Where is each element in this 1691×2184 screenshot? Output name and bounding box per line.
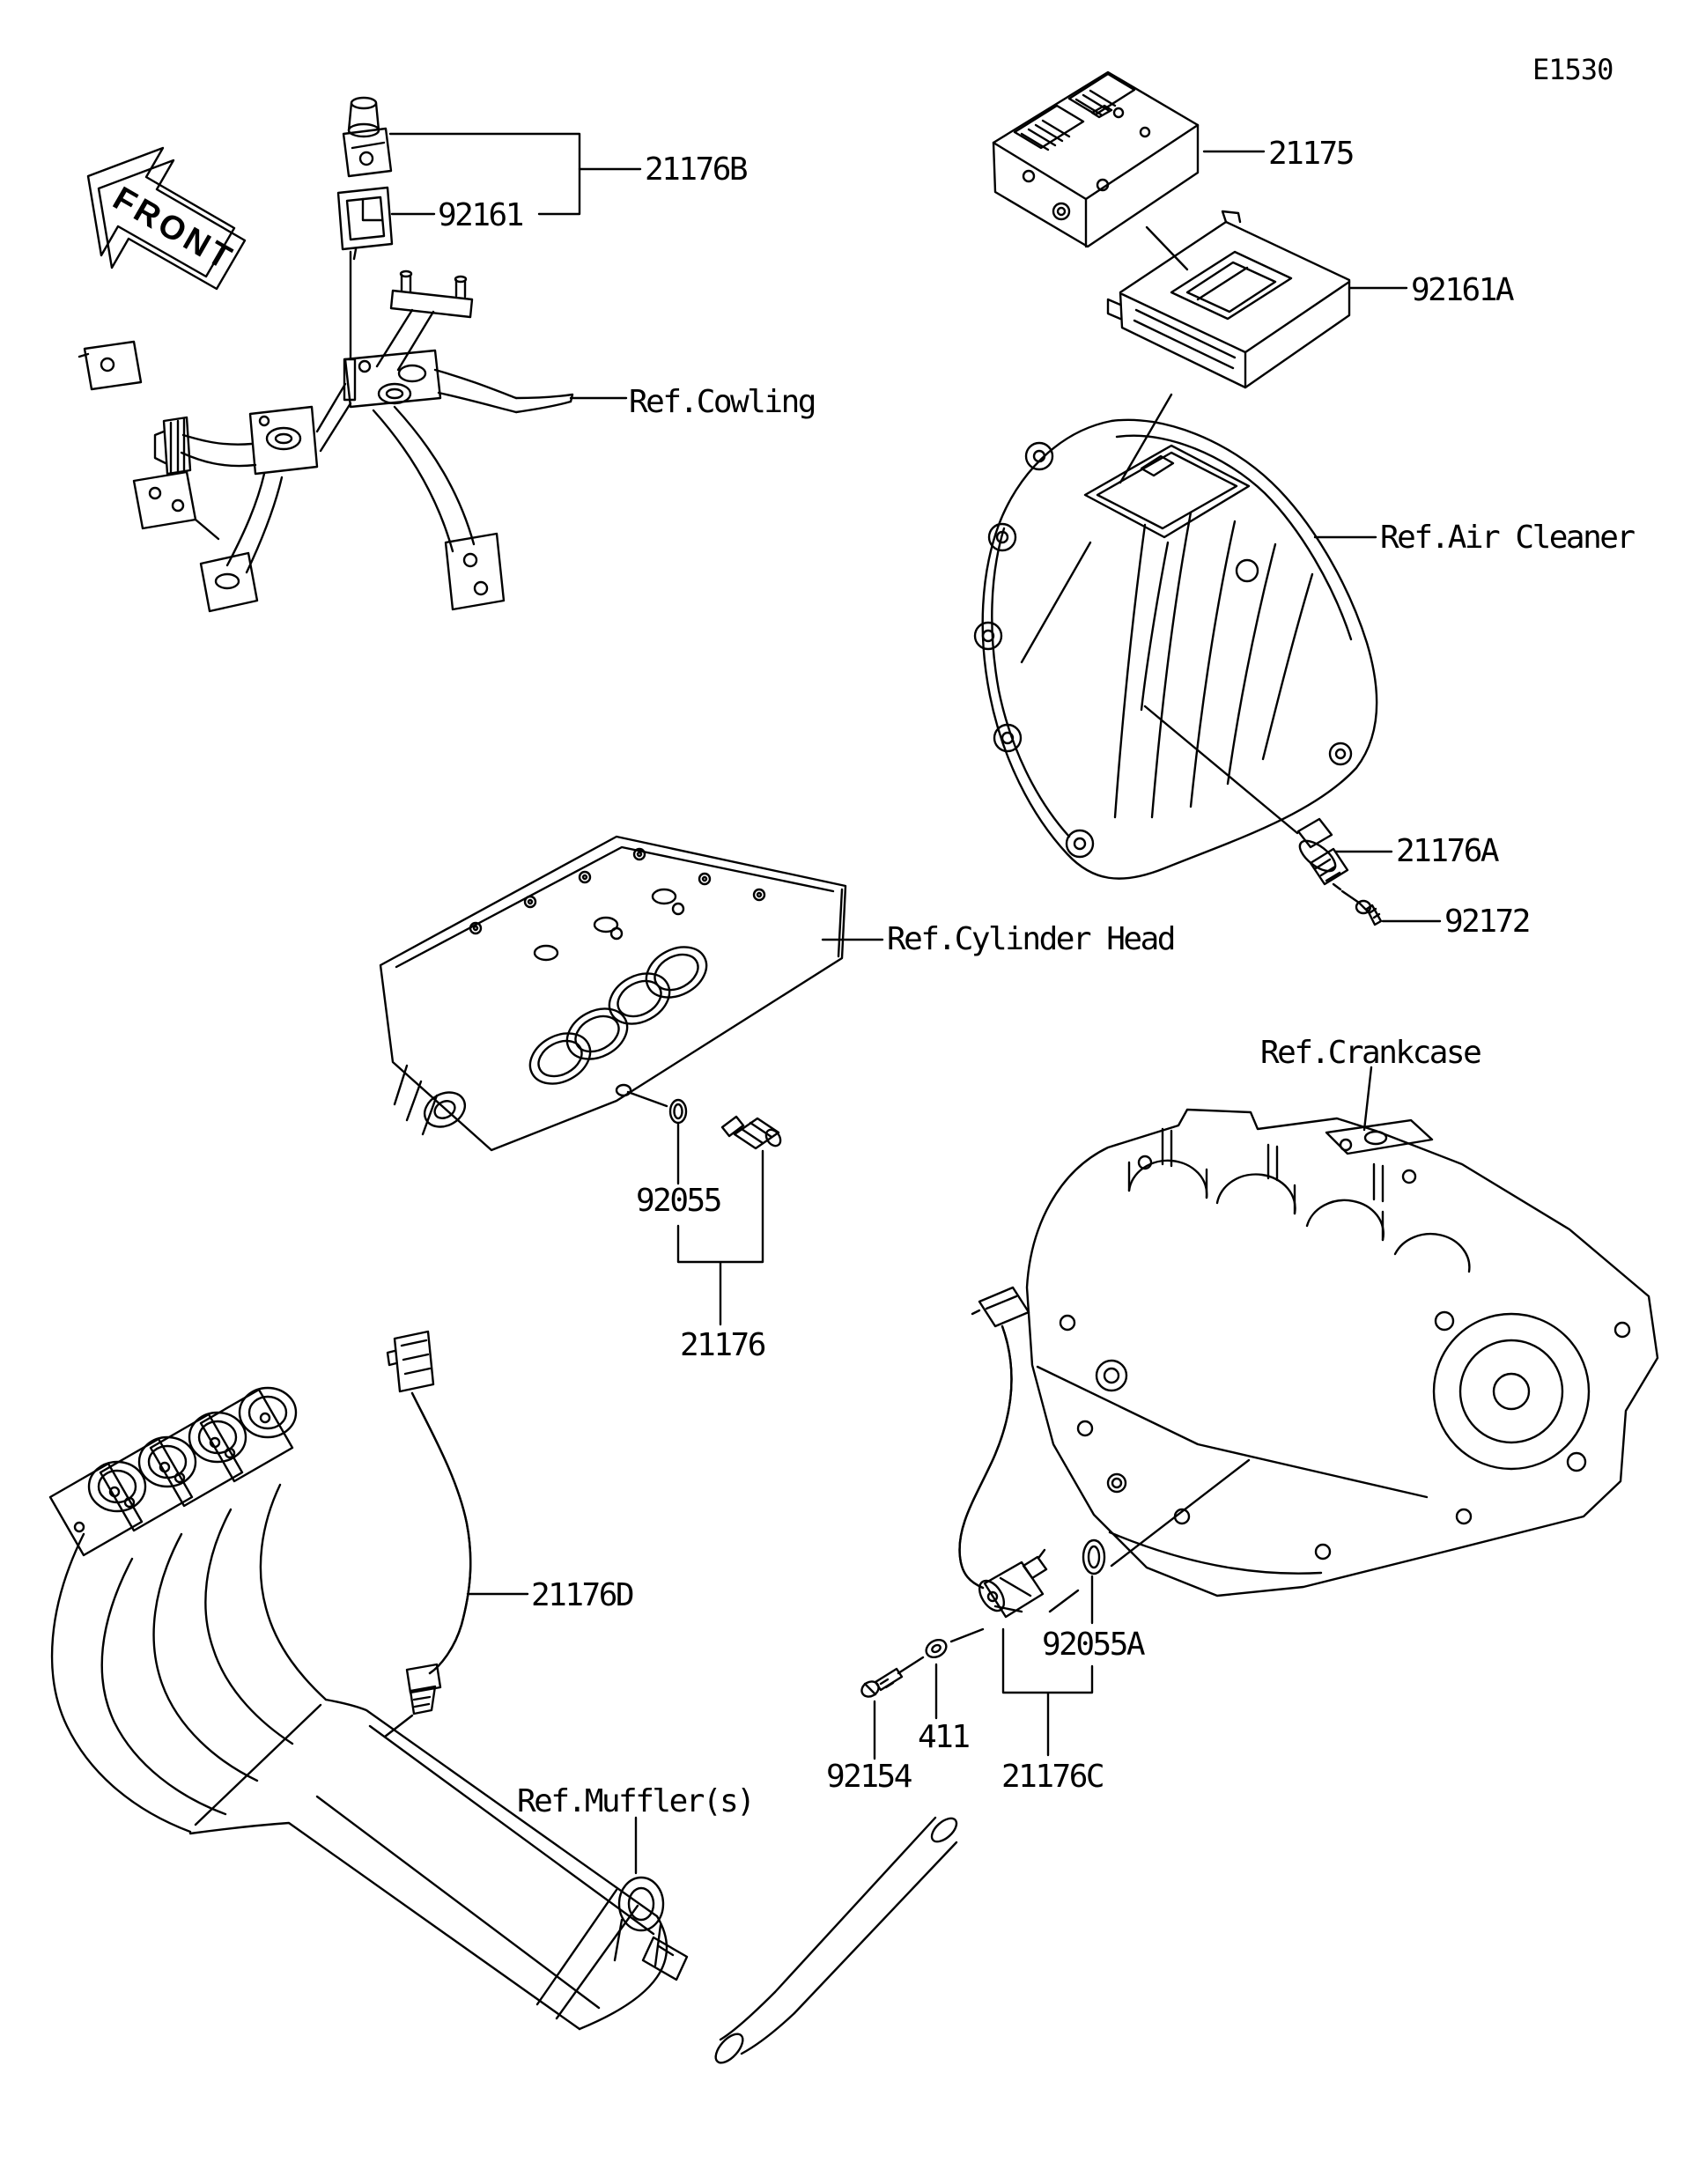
- label-92161: 92161: [438, 197, 523, 233]
- diagram-code: E1530: [1532, 53, 1613, 86]
- air-cleaner-housing-drawing: [973, 418, 1378, 880]
- cowling-stay-drawing: [78, 269, 574, 613]
- label-ref-cylinder-head: Ref.Cylinder Head: [887, 921, 1174, 957]
- label-21176d: 21176D: [531, 1577, 633, 1613]
- label-ref-air-cleaner: Ref.Air Cleaner: [1380, 520, 1635, 556]
- cylinder-head-ports: [528, 946, 708, 1085]
- front-direction-arrow: FRONT: [86, 146, 247, 291]
- label-21175: 21175: [1268, 136, 1353, 172]
- label-ref-crankcase: Ref.Crankcase: [1260, 1035, 1481, 1071]
- washer-411-drawing: [925, 1638, 948, 1659]
- water-temp-sensor-21176-drawing: [720, 1115, 782, 1150]
- ecu-21175-drawing: [992, 70, 1200, 248]
- label-411: 411: [918, 1719, 969, 1755]
- label-21176b: 21176B: [645, 151, 747, 188]
- leader-lines: [349, 132, 1442, 1875]
- label-ref-muffler: Ref.Muffler(s): [517, 1783, 753, 1819]
- label-92055: 92055: [636, 1183, 720, 1219]
- damper-92161a-drawing: [1106, 210, 1351, 389]
- air-temp-sensor-21176b-drawing: [342, 96, 393, 178]
- o-ring-92055-drawing: [668, 1098, 688, 1125]
- callout-labels: 21176B 92161 Ref.Cowling 21175 92161A Re…: [438, 136, 1637, 1819]
- label-92154: 92154: [826, 1759, 912, 1795]
- screw-92172-drawing: [1355, 899, 1383, 926]
- o-ring-92055a-drawing: [1082, 1538, 1106, 1575]
- label-21176c: 21176C: [1001, 1759, 1103, 1795]
- label-92172: 92172: [1444, 904, 1529, 940]
- oxygen-sensor-21176d-drawing: [386, 1330, 472, 1715]
- screw-92154-drawing: [860, 1667, 904, 1698]
- label-ref-cowling: Ref.Cowling: [629, 384, 815, 420]
- oil-pressure-switch-21176c-drawing: [958, 1286, 1048, 1619]
- crankcase-drawing: [1025, 1108, 1659, 1597]
- air-temp-sensor-21176a-drawing: [1296, 817, 1349, 891]
- exhaust-muffler-drawing: [48, 1386, 958, 2064]
- label-92161a: 92161A: [1411, 272, 1515, 308]
- label-92055a: 92055A: [1042, 1627, 1146, 1663]
- cylinder-head-studs: [469, 847, 766, 941]
- label-21176a: 21176A: [1396, 833, 1500, 869]
- cylinder-head-drawing: [379, 835, 847, 1152]
- label-21176: 21176: [680, 1327, 765, 1363]
